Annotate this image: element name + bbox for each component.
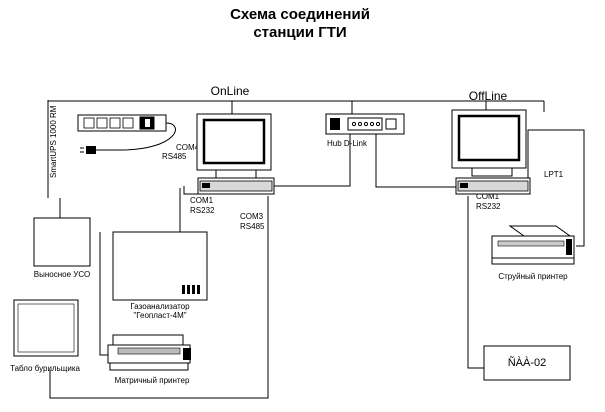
com1-offline-label: COM1 [476, 192, 500, 201]
hub-icon [325, 113, 405, 135]
com4-label: COM4 [176, 143, 200, 152]
com3-label: COM3 [240, 212, 264, 221]
remote-uso-label: Выносное УСО [34, 270, 90, 279]
ups-label: SmartUPS 1000 RM [49, 105, 58, 178]
online-pc-icon [196, 113, 275, 195]
title-line-1: Схема соединений [230, 6, 370, 23]
sss02-box [483, 345, 571, 381]
lpt1-label: LPT1 [544, 170, 564, 179]
title-line-2: станции ГТИ [253, 24, 346, 41]
gas-analyzer-icon [112, 231, 208, 301]
offline-pc-icon [451, 109, 531, 195]
gas-analyzer-label-2: "Геопласт-4М" [133, 311, 186, 320]
rs232-offline-label: RS232 [476, 202, 501, 211]
power-strip-icon [77, 114, 176, 154]
com1-offline-line [467, 196, 484, 369]
inkjet-printer-icon [491, 225, 575, 265]
lpt1-line [527, 129, 585, 247]
hub-label: Hub D-Link [327, 139, 368, 148]
inkjet-printer-label: Струйный принтер [498, 272, 568, 281]
online-label: OnLine [211, 84, 250, 98]
hub-to-online-line [272, 134, 351, 187]
matrix-printer-icon [107, 334, 191, 371]
com3-line [49, 196, 269, 399]
rs485-com4-label: RS485 [162, 152, 187, 161]
driller-board-icon [13, 299, 79, 357]
gas-analyzer-label-1: Газоанализатор [130, 302, 190, 311]
remote-uso-box [33, 217, 91, 267]
wires [47, 100, 585, 399]
com1-online-label: COM1 [190, 196, 214, 205]
matrix-printer-line [99, 232, 108, 356]
rs485-com3-label: RS485 [240, 222, 265, 231]
offline-label: OffLine [469, 89, 508, 103]
rs232-online-label: RS232 [190, 206, 215, 215]
driller-board-label: Табло бурильщика [10, 364, 80, 373]
hub-to-offline-line [375, 134, 462, 188]
sss02-label: ÑÀÀ-02 [508, 356, 547, 369]
matrix-printer-label: Матричный принтер [115, 376, 190, 385]
